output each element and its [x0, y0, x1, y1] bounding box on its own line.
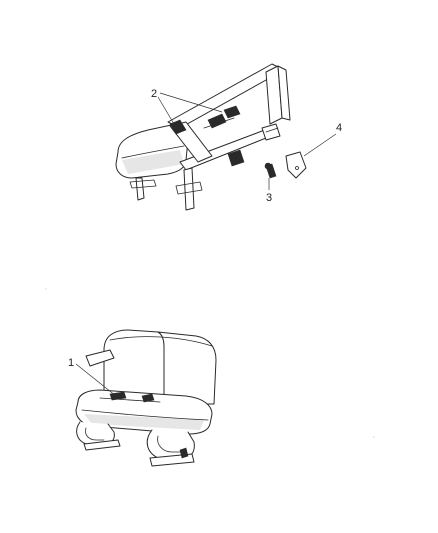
seat-cushion-seam	[121, 145, 185, 159]
anchor-bracket-right-detail	[265, 127, 279, 133]
bench-foot-left	[83, 439, 121, 451]
upper-seat-assembly: 2 3 4	[115, 63, 342, 211]
seat-cushion-shade	[122, 150, 184, 174]
bench-back-right-cushion	[157, 331, 217, 405]
callout-2-leader-b	[159, 92, 223, 113]
belt-strap-mid	[203, 117, 235, 129]
belt-buckle-mid	[207, 113, 227, 129]
anchor-bracket-center	[227, 149, 245, 167]
bench-seat-cushion-shade	[84, 414, 204, 430]
callout-4-leader	[303, 133, 337, 157]
seat-back-frame-post-side	[277, 65, 291, 121]
bench-belt-buckle-right	[141, 393, 155, 403]
bench-seat-front-seam	[81, 409, 209, 421]
scan-speck	[373, 436, 375, 438]
callout-3: 3	[266, 192, 272, 204]
bench-belt-strap	[99, 397, 161, 403]
bench-armrest	[85, 349, 115, 367]
anchor-cover-plate	[285, 151, 307, 179]
lower-bench-seat: 1	[68, 329, 217, 467]
belt-buckle-right	[223, 105, 241, 119]
bench-leg-left-inner	[85, 427, 105, 441]
anchor-bolt-head	[264, 162, 272, 170]
bench-leg-right-inner	[157, 435, 183, 453]
scan-speck	[45, 288, 47, 290]
seat-leg-rear	[183, 167, 195, 211]
callout-2: 2	[151, 88, 157, 100]
callout-1: 1	[68, 357, 74, 369]
bench-foot-bolt-right	[179, 447, 189, 459]
callout-1-leader	[75, 363, 117, 397]
anchor-bracket-right	[261, 123, 281, 141]
seat-foot-front	[129, 179, 157, 189]
anchor-cover-hole	[295, 166, 299, 170]
seat-foot-rear	[175, 181, 203, 195]
seat-leg-front	[135, 177, 145, 201]
callout-4: 4	[336, 122, 342, 134]
callout-2-leader-a	[157, 96, 175, 125]
bench-back-top-seam	[109, 336, 213, 347]
